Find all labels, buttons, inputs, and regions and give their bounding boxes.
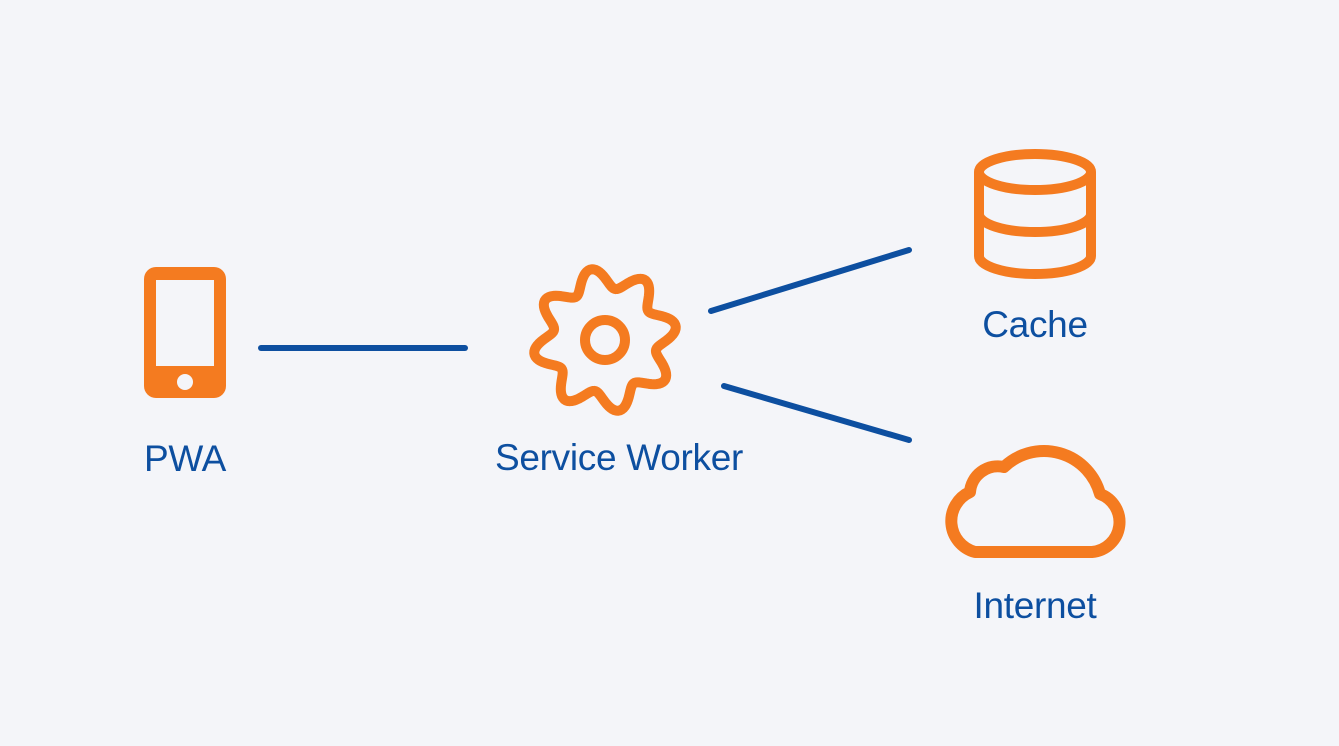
node-label-internet: Internet xyxy=(973,585,1097,626)
cloud-icon xyxy=(945,445,1126,558)
smartphone-icon xyxy=(144,267,226,398)
edge-service-worker-cache xyxy=(708,247,912,314)
node-label-cache: Cache xyxy=(982,304,1088,345)
node-label-pwa: PWA xyxy=(143,438,227,479)
database-icon xyxy=(974,149,1096,279)
gear-icon xyxy=(529,264,681,416)
edge-service-worker-internet xyxy=(721,383,912,443)
node-label-service-worker: Service Worker xyxy=(494,437,744,478)
